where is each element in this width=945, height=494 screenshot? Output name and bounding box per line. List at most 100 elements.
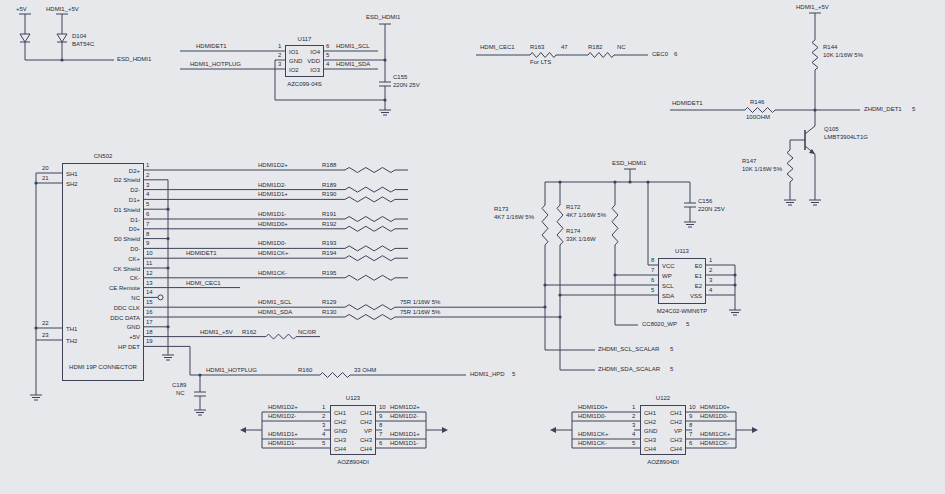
- schematic-label: HDMI1D2+: [389, 404, 421, 411]
- schematic-label: 1: [321, 404, 326, 411]
- capacitor-symbol: [684, 203, 696, 204]
- pin-name: SDA: [662, 293, 674, 300]
- schematic-label: ESD_HDMI1: [611, 160, 647, 167]
- schematic-label: C156: [697, 198, 713, 205]
- wire: [262, 448, 330, 449]
- schematic-label: 20: [41, 165, 50, 172]
- schematic-label: 8: [145, 231, 150, 238]
- ground-symbol: [34, 400, 38, 401]
- resistor-symbol: [345, 305, 395, 310]
- signal-wire: [144, 295, 658, 317]
- pin-name: CH2: [644, 419, 656, 426]
- junction-dot: [558, 315, 561, 318]
- schematic-label: 5: [685, 321, 690, 328]
- wire: [545, 182, 690, 183]
- wire: [323, 69, 378, 70]
- schematic-label: NC: [175, 390, 186, 397]
- wire: [376, 421, 426, 422]
- schematic-label: HDMI1D1-: [389, 440, 419, 447]
- part-number: M24C02-WMN6TP: [657, 308, 708, 315]
- ground-symbol: [30, 395, 42, 396]
- schematic-label: R172: [565, 204, 581, 211]
- schematic-label: 5: [321, 440, 326, 447]
- signal-wire: [144, 285, 658, 307]
- pin-name: VP: [674, 428, 682, 435]
- resistor-symbol: [345, 275, 395, 280]
- ground-symbol: [813, 205, 817, 206]
- resistor-mask: [611, 205, 619, 245]
- wire: [615, 275, 658, 276]
- resistor-symbol: [345, 256, 395, 261]
- capacitor-symbol: [194, 392, 206, 393]
- pin-name: VCC: [662, 263, 675, 270]
- pin-name: CH4: [334, 446, 346, 453]
- resistor-mask: [345, 313, 395, 321]
- schematic-label: HDMI1CK-: [257, 270, 288, 277]
- pin-name: D2 Shield: [114, 177, 140, 184]
- schematic-label: 8: [688, 422, 693, 429]
- wire: [385, 86, 386, 110]
- resistor-symbol: [745, 108, 775, 113]
- wire: [706, 275, 735, 276]
- pin-name: CH3: [644, 437, 656, 444]
- pin-name: CK-: [130, 275, 140, 282]
- resistor-symbol: [266, 334, 296, 339]
- resistor-mask: [345, 244, 395, 252]
- resistor-mask: [811, 40, 819, 70]
- schematic-label: R163: [529, 44, 545, 51]
- schematic-label: HDMI1D0-: [257, 240, 287, 247]
- schematic-label: 10K 1/16W 5%: [822, 52, 864, 59]
- wire: [323, 51, 378, 52]
- schematic-label: 6: [673, 51, 678, 58]
- schematic-label: 17: [145, 319, 154, 326]
- resistor-symbol: [557, 205, 563, 245]
- resistor-symbol: [345, 217, 395, 222]
- ground-symbol: [379, 110, 391, 111]
- resistor-symbol: [345, 226, 395, 231]
- schematic-label: HDMI1CK+: [257, 250, 290, 257]
- schematic-label: 3: [708, 277, 713, 284]
- wire: [690, 207, 691, 222]
- wire: [572, 421, 640, 422]
- schematic-label: R192: [321, 221, 337, 228]
- schematic-label: 7: [378, 431, 383, 438]
- bus-arrow-head: [240, 427, 246, 433]
- wire: [62, 42, 63, 60]
- wire: [560, 182, 561, 205]
- pin-name: NC: [131, 295, 140, 302]
- schematic-label: HDMIDET1: [671, 100, 704, 107]
- schematic-label: C189: [171, 382, 187, 389]
- junction-dot: [733, 273, 736, 276]
- schematic-label: 6: [378, 440, 383, 447]
- schematic-label: HDMI1D0+: [257, 221, 289, 228]
- resistor-mask: [786, 150, 794, 182]
- schematic-label: 7: [650, 267, 655, 274]
- schematic-label: 5: [511, 371, 516, 378]
- schematic-label: HDMI1D0-: [699, 413, 729, 420]
- schematic-label: HDMI1_+5V: [199, 329, 234, 336]
- schematic-label: HDMI1D2+: [257, 162, 289, 169]
- schematic-label: 5: [325, 52, 330, 59]
- schematic-label: 11: [145, 260, 153, 267]
- resistor-mask: [345, 274, 395, 282]
- schematic-label: ESD_HDMI1: [116, 56, 152, 63]
- junction-dot: [733, 283, 736, 286]
- pin-name: D2-: [130, 187, 140, 194]
- pin-name: CH2: [670, 419, 682, 426]
- schematic-label: 2: [321, 413, 326, 420]
- resistor-symbol: [320, 373, 350, 378]
- schematic-label: 3: [277, 61, 282, 68]
- pin-name: CH2: [360, 419, 372, 426]
- schematic-label: 3: [631, 422, 636, 429]
- wire: [690, 182, 691, 203]
- ground-symbol: [162, 355, 174, 356]
- pin-name: CH1: [644, 410, 656, 417]
- schematic-label: HDMI1D2-: [389, 413, 419, 420]
- wire: [385, 24, 386, 82]
- pin-name: SH1: [66, 171, 78, 178]
- schematic-label: 8: [650, 257, 655, 264]
- pin-name: CH3: [334, 437, 346, 444]
- schematic-label: HDMI1D1+: [267, 431, 299, 438]
- schematic-label: 7: [688, 431, 693, 438]
- wire: [180, 69, 285, 70]
